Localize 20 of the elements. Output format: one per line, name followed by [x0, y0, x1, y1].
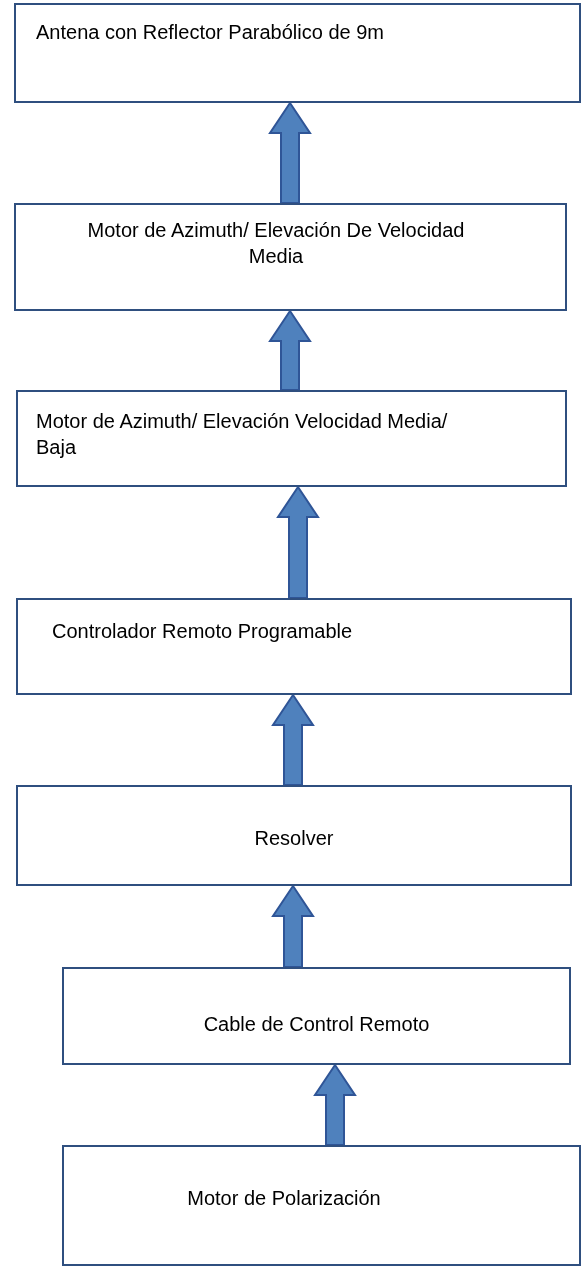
block-arrow	[313, 1063, 357, 1146]
process-box	[16, 598, 572, 695]
process-box	[14, 203, 567, 311]
process-box	[62, 1145, 581, 1266]
block-arrow	[271, 884, 315, 968]
box-label: Resolver	[253, 826, 335, 851]
box-label: Motor de Azimuth/ Elevación De Velocidad Media	[86, 218, 466, 269]
process-box	[16, 390, 567, 487]
block-arrow	[271, 693, 315, 786]
box-label: Motor de Azimuth/ Elevación Velocidad Media/ Baja	[36, 409, 449, 460]
process-box	[14, 3, 581, 103]
box-label: Motor de Polarización	[186, 1186, 382, 1211]
block-arrow	[268, 101, 312, 204]
block-arrow	[268, 309, 312, 391]
process-box	[62, 967, 571, 1065]
box-label: Antena con Reflector Parabólico de 9m	[36, 20, 385, 45]
block-arrow	[276, 485, 320, 599]
box-label: Controlador Remoto Programable	[52, 619, 354, 644]
box-label: Cable de Control Remoto	[202, 1012, 431, 1037]
process-box	[16, 785, 572, 886]
